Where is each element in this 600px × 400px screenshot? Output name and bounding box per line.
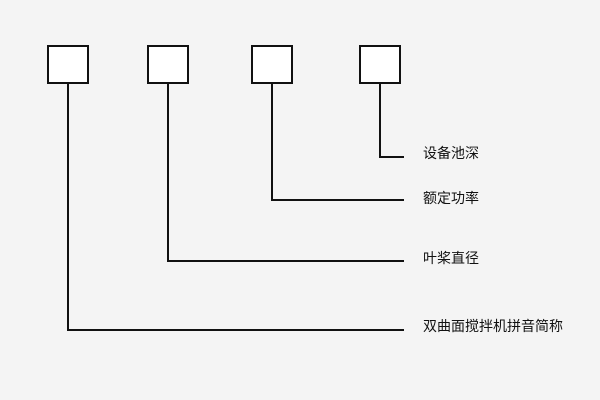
code-box-3: [251, 45, 293, 84]
code-box-1: [47, 45, 89, 84]
code-box-4: [359, 45, 401, 84]
leader-line-rated-power: [271, 83, 404, 201]
label-pinyin-abbreviation: 双曲面搅拌机拼音简称: [423, 319, 563, 335]
leader-line-impeller-diameter: [167, 83, 404, 262]
leader-line-abbreviation: [67, 83, 404, 331]
label-rated-power: 额定功率: [423, 191, 479, 207]
leader-line-pool-depth: [379, 83, 404, 158]
label-impeller-diameter: 叶桨直径: [423, 251, 479, 267]
code-box-2: [147, 45, 189, 84]
label-pool-depth: 设备池深: [423, 146, 479, 162]
